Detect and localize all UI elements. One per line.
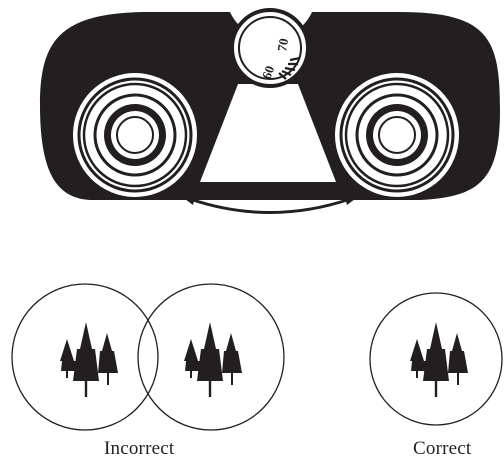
diopter-label-70: 70: [274, 37, 291, 52]
trees-icon: [60, 322, 118, 397]
left-eyepiece: [73, 73, 197, 197]
binoculars: 70 60: [40, 10, 500, 200]
trees-icon: [184, 322, 242, 397]
focus-wheel: 70 60: [232, 10, 308, 86]
trees-icon: [410, 322, 468, 397]
incorrect-caption: Incorrect: [104, 438, 174, 460]
incorrect-view: [12, 284, 284, 430]
right-eyepiece: [335, 73, 459, 197]
correct-caption: Correct: [413, 438, 471, 460]
correct-view: [370, 293, 502, 425]
